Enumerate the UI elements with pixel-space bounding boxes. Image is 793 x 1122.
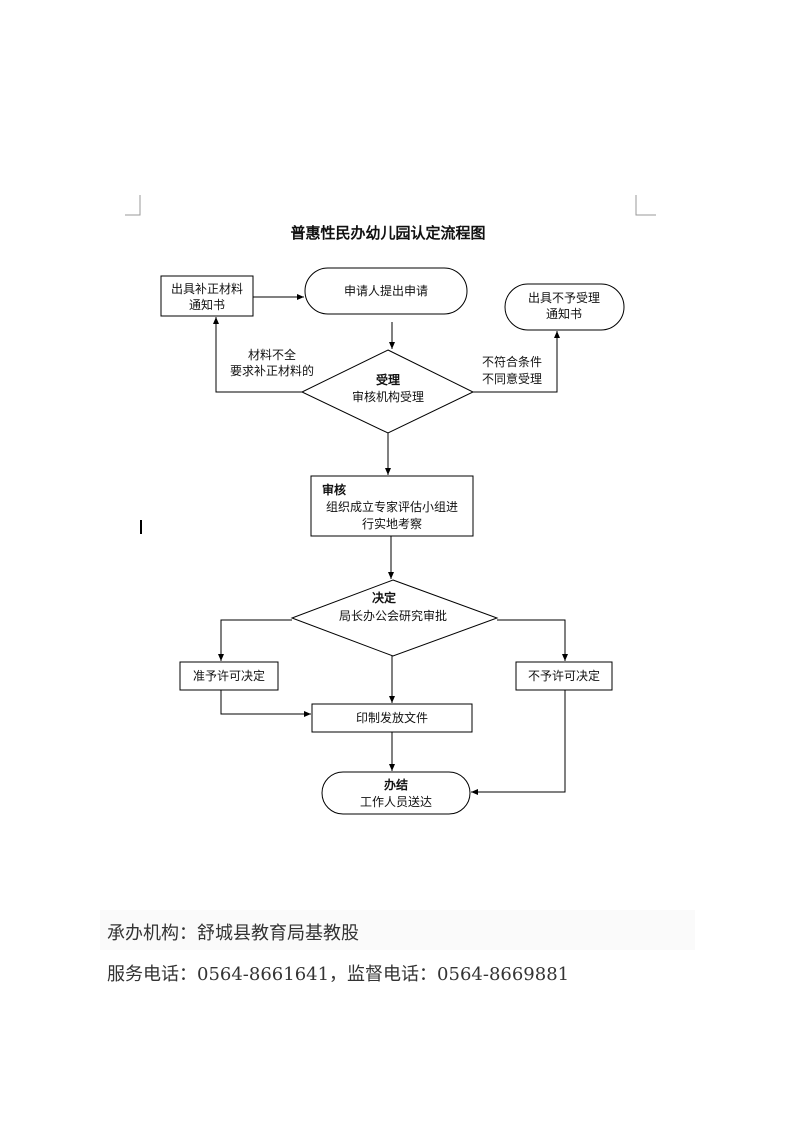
footer-org: 承办机构：舒城县教育局基教股 [107, 923, 359, 944]
edge-deny-finish [471, 690, 566, 795]
chart-title: 普惠性民办幼儿园认定流程图 [290, 224, 485, 242]
label-print: 印制发放文件 [356, 710, 428, 725]
label-reject-2: 通知书 [546, 307, 582, 321]
edge-accept-supplement [213, 317, 302, 393]
node-supplement [160, 275, 254, 317]
edge-accept-reject [473, 331, 560, 393]
node-grant [179, 661, 279, 691]
node-review [310, 475, 474, 537]
label-accept-title: 受理 [376, 372, 400, 387]
node-reject-notice [504, 283, 625, 331]
footer-phones: 服务电话：0564-8661641，监督电话：0564-8669881 [107, 964, 570, 985]
label-deny: 不予许可决定 [528, 668, 600, 683]
label-supplement-1: 出具补正材料 [171, 282, 243, 296]
label-reject-1: 出具不予受理 [528, 291, 600, 305]
node-apply [304, 267, 468, 315]
label-review-title: 审核 [322, 482, 346, 497]
node-decide [290, 579, 499, 657]
node-finish [321, 771, 471, 815]
edge-grant-print [220, 690, 311, 717]
label-decide-title: 决定 [372, 590, 396, 605]
label-supplement-2: 通知书 [189, 298, 225, 312]
corner-mark-right [635, 195, 656, 216]
edge-label-unqualified-1: 不符合条件 [482, 354, 542, 369]
label-finish-text: 工作人员送达 [360, 794, 432, 809]
label-decide-text: 局长办公会研究审批 [339, 608, 447, 623]
edge-decide-deny [497, 619, 568, 661]
edge-decide-grant [218, 619, 292, 661]
label-grant: 准予许可决定 [193, 668, 265, 683]
label-finish-title: 办结 [384, 777, 408, 792]
label-review-2: 行实地考察 [362, 516, 422, 531]
node-print [311, 703, 473, 733]
label-review-1: 组织成立专家评估小组进 [326, 499, 458, 514]
corner-mark-left [125, 195, 141, 216]
label-accept-text: 审核机构受理 [352, 389, 424, 404]
node-deny [515, 661, 613, 691]
node-accept [300, 349, 475, 434]
edge-label-incomplete-2: 要求补正材料的 [230, 363, 314, 378]
label-apply: 申请人提出申请 [344, 283, 428, 298]
footer-band [100, 910, 695, 950]
edge-label-incomplete-1: 材料不全 [248, 347, 296, 362]
edge-label-unqualified-2: 不同意受理 [482, 371, 542, 386]
